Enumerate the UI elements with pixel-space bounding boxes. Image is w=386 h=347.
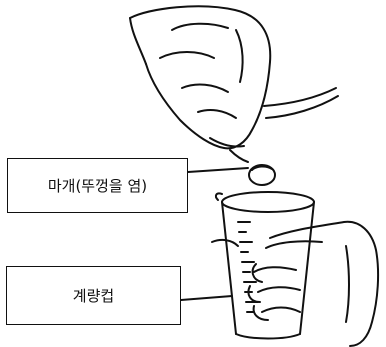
cap-label-text: 마개(뚜껑을 염) xyxy=(47,177,148,195)
hand-holding-cup-icon xyxy=(211,220,380,347)
measuring-cup-label-text: 계량컵 xyxy=(72,287,115,305)
measuring-cup-icon xyxy=(214,191,315,340)
cup-leader-line xyxy=(180,295,233,301)
cap-leader-line xyxy=(187,167,249,173)
measuring-cup-label: 계량컵 xyxy=(6,266,181,325)
hand-holding-cap-icon xyxy=(129,5,339,163)
cap-icon xyxy=(248,164,276,186)
cap-label: 마개(뚜껑을 염) xyxy=(7,158,188,213)
